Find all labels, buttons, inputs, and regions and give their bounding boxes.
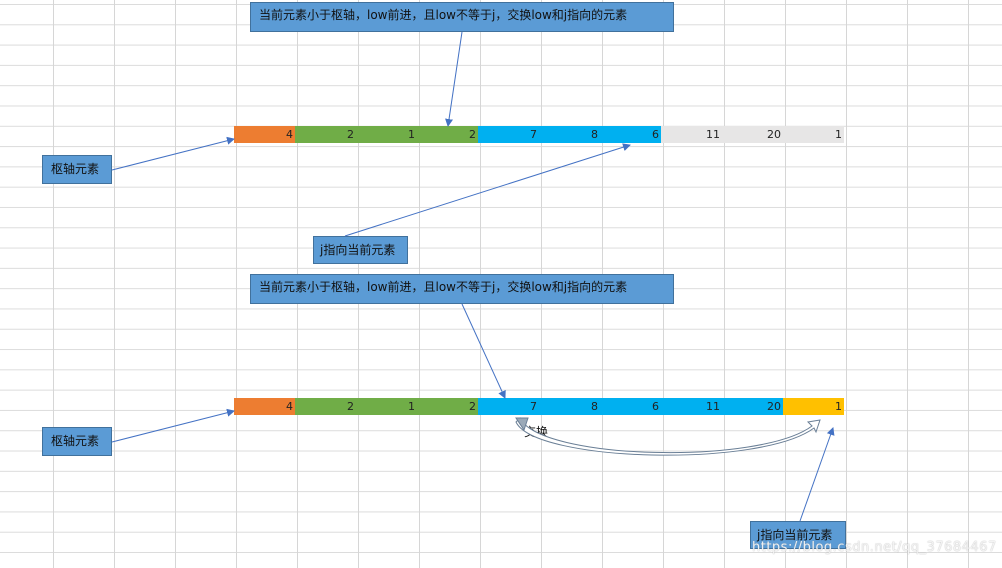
watermark: https://blog.csdn.net/qq_37684467 xyxy=(752,540,997,555)
bottom-cell: 20 xyxy=(722,398,783,415)
top-pivot-arrow xyxy=(111,136,235,171)
top-cell: 8 xyxy=(539,126,600,143)
top-cell: 1 xyxy=(783,126,844,143)
bottom-cell: 6 xyxy=(600,398,661,415)
bottom-cell: 11 xyxy=(661,398,722,415)
top-j-label: j指向当前元素 xyxy=(313,236,408,264)
bottom-cell-pivot: 4 xyxy=(234,398,295,415)
bottom-cell: 1 xyxy=(356,398,417,415)
bottom-cell-current: 1 xyxy=(783,398,844,415)
top-callout: 当前元素小于枢轴，low前进，且low不等于j，交换low和j指向的元素 xyxy=(250,2,674,32)
top-pivot-label: 枢轴元素 xyxy=(42,155,112,184)
bottom-pivot-label-text: 枢轴元素 xyxy=(51,434,100,448)
bottom-pivot-label: 枢轴元素 xyxy=(42,427,112,456)
bottom-pivot-arrow xyxy=(111,408,235,443)
bottom-j-arrow xyxy=(799,427,835,522)
top-cell: 11 xyxy=(661,126,722,143)
top-cell: 7 xyxy=(478,126,539,143)
top-cell: 2 xyxy=(295,126,356,143)
top-cell: 20 xyxy=(722,126,783,143)
top-array-row: 4 2 1 2 7 8 6 11 20 1 xyxy=(234,126,844,143)
top-cell: 1 xyxy=(356,126,417,143)
bottom-callout-text: 当前元素小于枢轴，low前进，且low不等于j，交换low和j指向的元素 xyxy=(259,280,628,294)
top-pivot-label-text: 枢轴元素 xyxy=(51,162,100,176)
top-callout-arrow xyxy=(445,31,463,127)
bottom-cell-low: 7 xyxy=(478,398,539,415)
bottom-cell: 2 xyxy=(417,398,478,415)
top-callout-text: 当前元素小于枢轴，low前进，且low不等于j，交换low和j指向的元素 xyxy=(259,8,628,22)
bottom-callout: 当前元素小于枢轴，low前进，且low不等于j，交换low和j指向的元素 xyxy=(250,274,674,304)
top-cell-pivot: 4 xyxy=(234,126,295,143)
bottom-cell: 8 xyxy=(539,398,600,415)
bottom-array-row: 4 2 1 2 7 8 6 11 20 1 xyxy=(234,398,844,415)
top-j-label-text: j指向当前元素 xyxy=(320,243,396,257)
top-j-arrow xyxy=(344,143,631,237)
bottom-j-label-text: j指向当前元素 xyxy=(757,528,833,542)
bottom-callout-arrow xyxy=(461,303,506,399)
swap-arrow xyxy=(515,417,821,456)
top-cell-current: 6 xyxy=(600,126,661,143)
bottom-j-label: j指向当前元素 xyxy=(750,521,846,549)
top-cell: 2 xyxy=(417,126,478,143)
bottom-cell: 2 xyxy=(295,398,356,415)
